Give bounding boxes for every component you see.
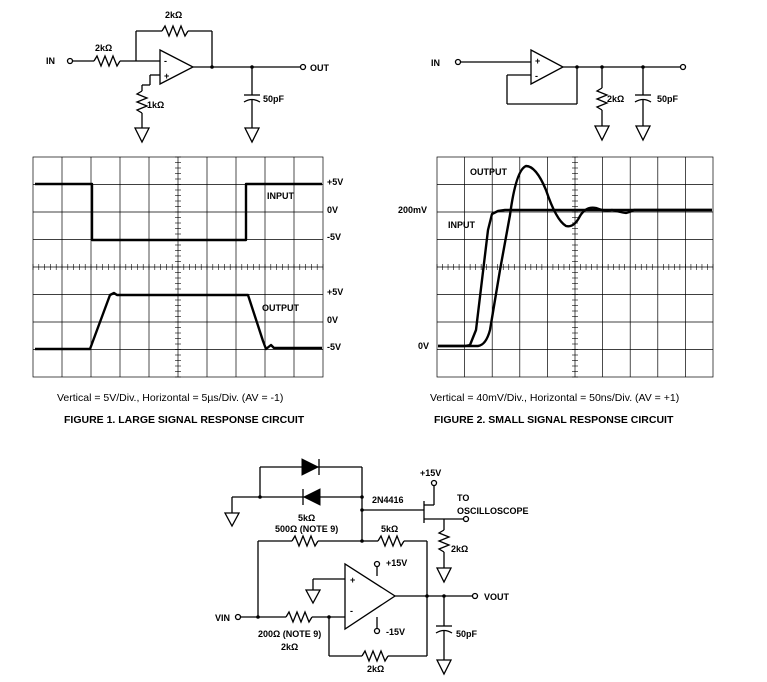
fig3-ground-2 xyxy=(435,567,453,584)
fig3-supply-pos: +15V xyxy=(420,468,441,478)
fig3-r-source-label: 2kΩ xyxy=(451,544,468,554)
fig3-r-in-1: 200Ω (NOTE 9) xyxy=(258,629,321,639)
fig1-output-label: OUTPUT xyxy=(262,303,300,313)
fig3-vout: VOUT xyxy=(484,592,510,602)
fig2-output-trace xyxy=(438,164,712,348)
fig3-to-1: TO xyxy=(457,493,469,503)
fig3-cap-label: 50pF xyxy=(456,629,478,639)
fig2-ground-2 xyxy=(634,125,652,142)
fig3-r-top-1: 5kΩ xyxy=(298,513,315,523)
fig1-r-feedback-label: 2kΩ xyxy=(165,10,182,20)
fig2-scope-grid xyxy=(436,156,714,378)
fig3-circuit: 2N4416 +15V TO OSCILLOSCOPE 2kΩ 5kΩ 500Ω… xyxy=(215,458,529,676)
fig1-r-ground xyxy=(135,90,149,114)
fig3-vin-terminal xyxy=(234,613,242,621)
fig1-input-label: INPUT xyxy=(267,191,295,201)
fig1-r-ground-label: 1kΩ xyxy=(147,100,164,110)
fig3-r-source xyxy=(437,529,451,553)
fig2-in-terminal xyxy=(454,58,462,66)
fig2-opamp-minus: - xyxy=(535,71,538,81)
fig1-level-top-zero: 0V xyxy=(327,205,338,215)
fig2-opamp xyxy=(530,48,565,86)
fig3-opamp-supply: +15V xyxy=(386,558,407,568)
fig2-cap-label: 50pF xyxy=(657,94,679,104)
fig2-level-high: 200mV xyxy=(398,205,427,215)
fig3-r-in-2: 2kΩ xyxy=(281,642,298,652)
fig1-out-terminal xyxy=(299,63,307,71)
fig1-input-trace xyxy=(35,182,322,242)
fig3-diode-bottom xyxy=(302,488,321,506)
fig1-ground-1 xyxy=(133,127,151,144)
fig1-caption: Vertical = 5V/Div., Horizontal = 5µs/Div… xyxy=(57,392,283,404)
fig2-output-label: OUTPUT xyxy=(470,167,508,177)
fig1-output-trace xyxy=(35,291,322,351)
fig1-level-bot-neg: -5V xyxy=(327,342,341,352)
fig2-level-low: 0V xyxy=(418,341,429,351)
fig2-r-load xyxy=(595,87,609,111)
fig3-r-fb xyxy=(361,649,389,663)
fig3-opamp xyxy=(344,562,397,631)
fig3-r-right-label: 5kΩ xyxy=(381,524,398,534)
fig3-opamp-plus: + xyxy=(350,575,355,585)
fig3-supply-terminal xyxy=(430,479,438,487)
fig1-r-feedback xyxy=(161,24,189,38)
fig2-ground-1 xyxy=(593,125,611,142)
fig3-ground-4 xyxy=(435,659,453,676)
fig1-in-terminal xyxy=(66,57,74,65)
fig3-r-top-2: 500Ω (NOTE 9) xyxy=(275,524,338,534)
fig1-level-bot-zero: 0V xyxy=(327,315,338,325)
fig3-fet-label: 2N4416 xyxy=(372,495,404,505)
fig3-vout-terminal xyxy=(471,592,479,600)
fig1-opamp-minus: - xyxy=(164,56,167,66)
fig3-opamp-minus: - xyxy=(350,606,353,616)
fig3-opamp-supply-neg: -15V xyxy=(386,627,405,637)
fig2-opamp-plus: + xyxy=(535,56,540,66)
fig1-circuit: IN 2kΩ 2kΩ - + 1kΩ OUT 50pF xyxy=(46,10,330,144)
fig1-r-in-label: 2kΩ xyxy=(95,43,112,53)
fig2-circuit: IN + - 2kΩ 50pF xyxy=(431,48,687,142)
fig3-scope-terminal xyxy=(462,515,470,523)
fig1-level-top-neg: -5V xyxy=(327,232,341,242)
fig3-r-in xyxy=(285,610,313,624)
fig1-level-top-pos: +5V xyxy=(327,177,343,187)
fig3-diode-top xyxy=(301,458,320,476)
fig3-ground-3 xyxy=(304,589,322,605)
fig2-input-label: INPUT xyxy=(448,220,476,230)
fig1-in-label: IN xyxy=(46,56,55,66)
fig2-in-label: IN xyxy=(431,58,440,68)
fig2-out-terminal xyxy=(679,63,687,71)
fig3-vin: VIN xyxy=(215,613,230,623)
fig1-title: FIGURE 1. LARGE SIGNAL RESPONSE CIRCUIT xyxy=(64,414,305,426)
fig1-opamp xyxy=(159,48,195,86)
fig1-scope: INPUT OUTPUT +5V 0V -5V +5V 0V -5V Verti… xyxy=(32,156,343,426)
fig1-scope-grid xyxy=(32,156,324,378)
fig1-r-in xyxy=(93,54,121,68)
fig3-r-top xyxy=(291,534,319,548)
fig3-r-fb-label: 2kΩ xyxy=(367,664,384,674)
fig2-title: FIGURE 2. SMALL SIGNAL RESPONSE CIRCUIT xyxy=(434,414,674,426)
fig1-cap-label: 50pF xyxy=(263,94,285,104)
fig2-r-load-label: 2kΩ xyxy=(607,94,624,104)
fig3-ground-1 xyxy=(223,512,241,528)
fig1-out-label: OUT xyxy=(310,63,330,73)
fig2-caption: Vertical = 40mV/Div., Horizontal = 50ns/… xyxy=(430,392,679,404)
fig1-ground-2 xyxy=(243,127,261,144)
fig1-level-bot-pos: +5V xyxy=(327,287,343,297)
fig3-to-2: OSCILLOSCOPE xyxy=(457,506,529,516)
fig1-opamp-plus: + xyxy=(164,71,169,81)
fig2-scope: OUTPUT INPUT 200mV 0V Vertical = 40mV/Di… xyxy=(398,156,714,426)
fig3-r-right xyxy=(377,534,405,548)
